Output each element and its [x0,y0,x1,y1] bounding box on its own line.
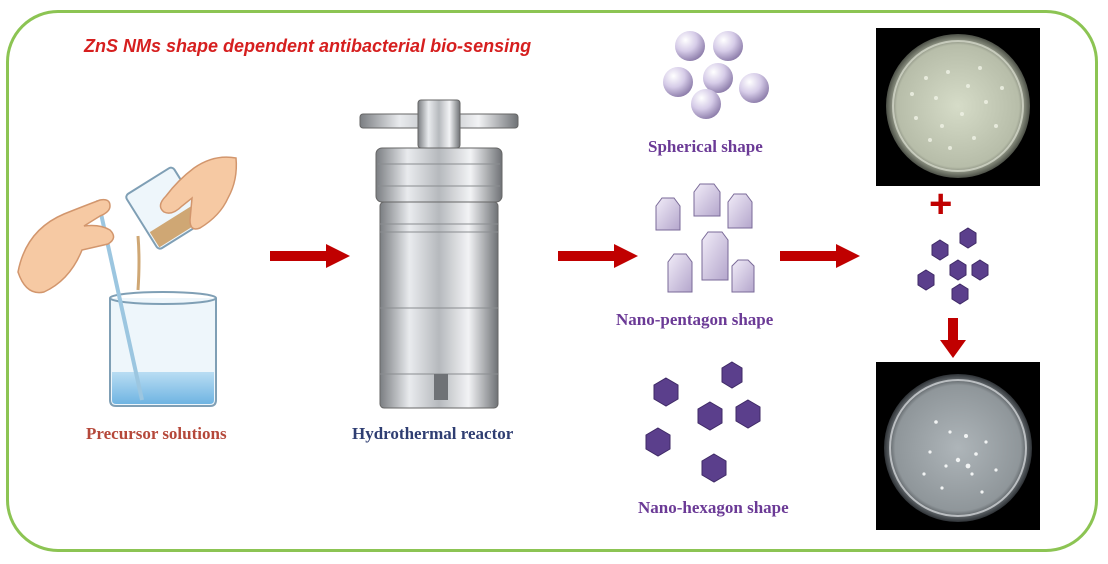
spherical-particles [663,31,769,119]
precursor-illustration [17,156,238,407]
nano-pentagon-particles [655,183,755,293]
arrow-to-shapes [558,244,638,268]
arrow-down [940,318,966,358]
petri-dish-before-photo [876,28,1040,186]
arrow-to-petri [780,244,860,268]
plus-sign: + [929,182,953,226]
hexagon-nanoparticles-small [917,227,989,305]
precursor-label: Precursor solutions [86,424,227,443]
nano-pentagon-label: Nano-pentagon shape [616,310,774,329]
nano-hexagon-label: Nano-hexagon shape [638,498,789,517]
spherical-shape-label: Spherical shape [648,137,763,156]
diagram-title: ZnS NMs shape dependent antibacterial bi… [84,36,532,56]
diagram-frame [6,10,1098,552]
nano-hexagon-particles [645,361,761,483]
hydrothermal-reactor-illustration [359,99,519,409]
petri-dish-after-photo [876,362,1040,530]
arrow-to-reactor [270,244,350,268]
reactor-label: Hydrothermal reactor [352,424,514,443]
